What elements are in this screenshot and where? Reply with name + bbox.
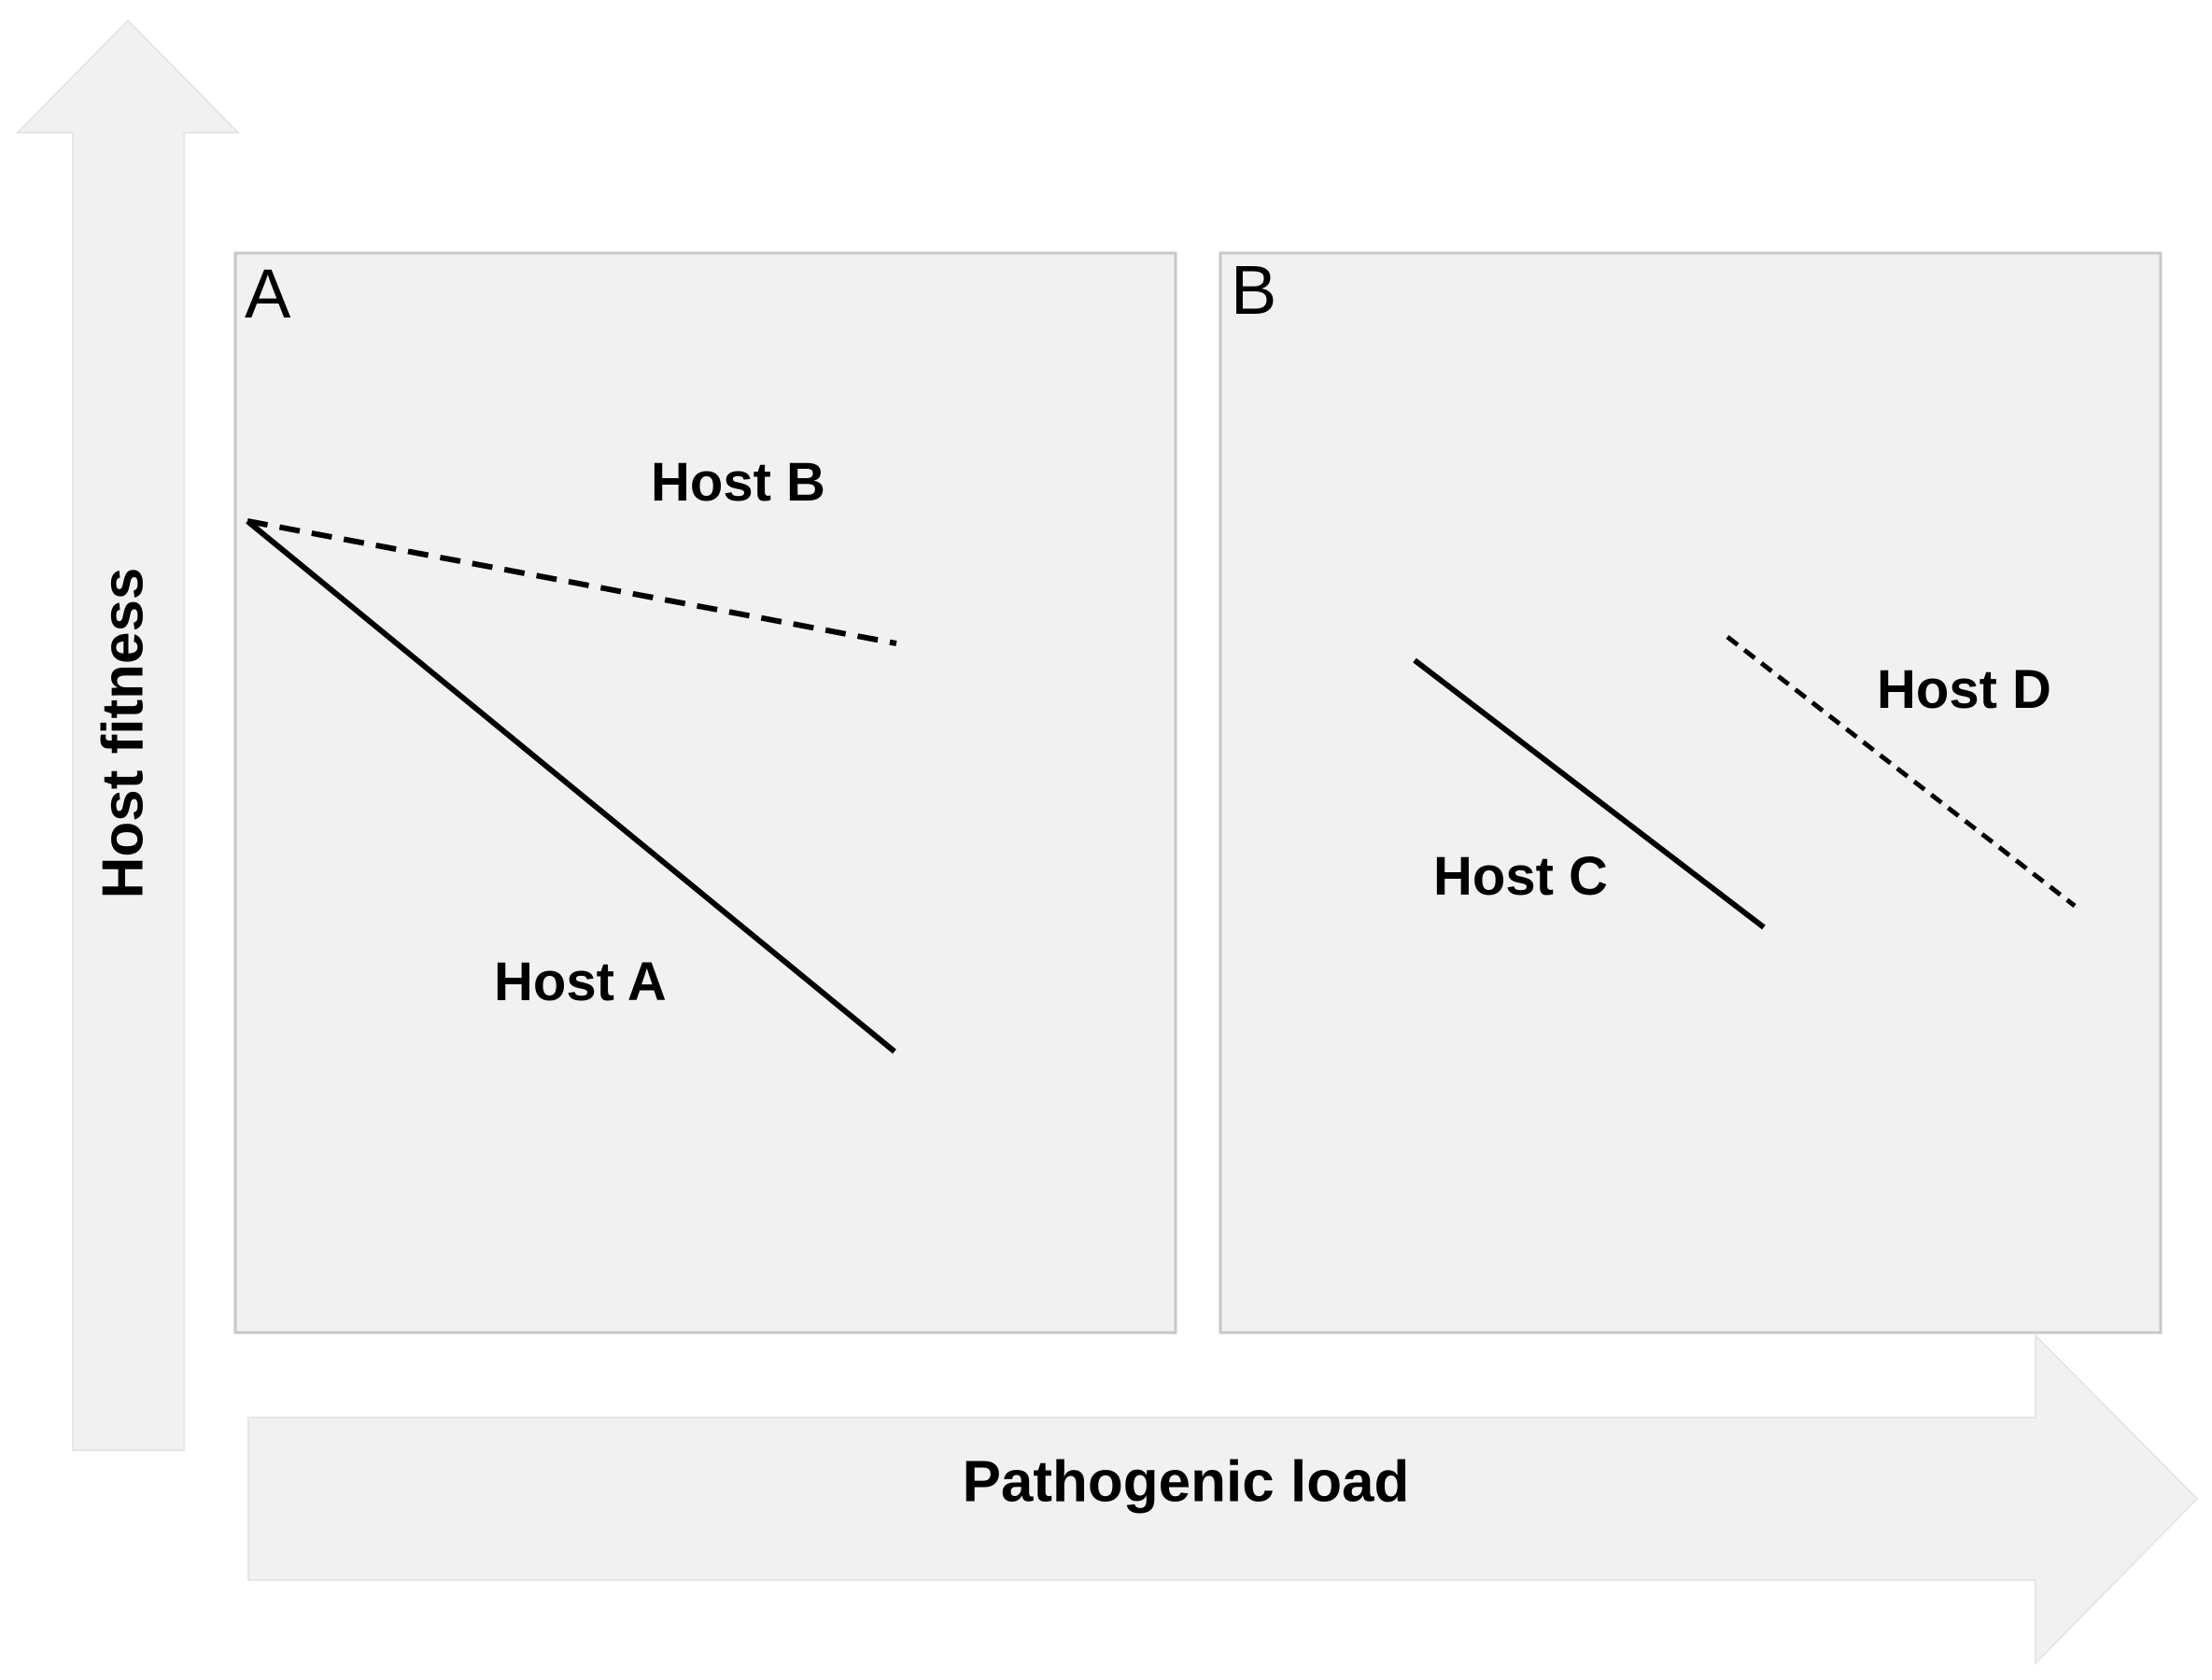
x-axis-arrow [247, 1333, 2199, 1666]
panel-b: B Host C Host D [1219, 251, 2163, 1334]
host-d-label: Host D [1877, 659, 2051, 720]
host-a-line [246, 518, 896, 1054]
x-axis-label: Pathogenic load [963, 1450, 1410, 1515]
host-c-label: Host C [1433, 846, 1608, 907]
panel-a: A Host B Host A [233, 251, 1177, 1334]
host-c-line [1413, 657, 1766, 930]
host-d-line [1726, 635, 2077, 908]
host-b-line [247, 518, 897, 646]
panel-b-letter: B [1231, 251, 1276, 329]
y-axis-arrow [15, 19, 241, 1451]
y-axis-label: Host fitness [92, 568, 156, 899]
panel-b-frame [1219, 251, 2163, 1334]
host-b-label: Host B [651, 452, 825, 513]
host-a-label: Host A [494, 952, 667, 1012]
panel-a-letter: A [245, 255, 291, 332]
panel-a-frame [233, 251, 1177, 1334]
